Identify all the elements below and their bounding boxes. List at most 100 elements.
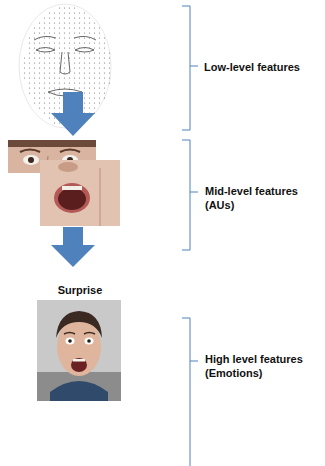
mesh-point bbox=[69, 17, 70, 18]
mesh-point bbox=[69, 72, 70, 73]
mesh-point bbox=[54, 107, 55, 108]
mesh-point bbox=[64, 42, 65, 43]
mesh-point bbox=[89, 82, 90, 83]
mesh-point bbox=[99, 102, 100, 103]
mesh-point bbox=[69, 67, 70, 68]
mesh-point bbox=[54, 122, 55, 123]
mesh-point bbox=[29, 47, 30, 48]
mesh-point bbox=[44, 77, 45, 78]
mesh-point bbox=[29, 67, 30, 68]
mesh-point bbox=[89, 37, 90, 38]
mesh-point bbox=[94, 87, 95, 88]
mesh-point bbox=[89, 42, 90, 43]
mesh-point bbox=[79, 32, 80, 33]
mesh-point bbox=[74, 37, 75, 38]
mesh-point bbox=[104, 87, 105, 88]
mesh-point bbox=[49, 67, 50, 68]
mesh-point bbox=[94, 52, 95, 53]
mesh-point bbox=[94, 72, 95, 73]
mesh-point bbox=[89, 32, 90, 33]
mesh-point bbox=[29, 92, 30, 93]
mesh-point bbox=[74, 32, 75, 33]
mesh-point bbox=[74, 17, 75, 18]
mesh-point bbox=[89, 47, 90, 48]
mesh-point bbox=[89, 72, 90, 73]
level-label: High level features (Emotions) bbox=[205, 352, 317, 380]
mesh-point bbox=[59, 7, 60, 8]
mesh-point bbox=[59, 72, 60, 73]
mesh-point bbox=[89, 57, 90, 58]
mesh-point bbox=[39, 37, 40, 38]
mesh-point bbox=[29, 77, 30, 78]
mesh-point bbox=[99, 97, 100, 98]
mesh-point bbox=[54, 62, 55, 63]
mesh-point bbox=[84, 97, 85, 98]
mesh-point bbox=[109, 72, 110, 73]
mesh-point bbox=[89, 52, 90, 53]
mesh-point bbox=[34, 97, 35, 98]
mesh-point bbox=[74, 12, 75, 13]
mesh-point bbox=[74, 62, 75, 63]
mesh-point bbox=[54, 117, 55, 118]
mesh-point bbox=[54, 22, 55, 23]
mesh-point bbox=[89, 87, 90, 88]
mesh-point bbox=[59, 92, 60, 93]
mesh-point bbox=[34, 72, 35, 73]
mesh-point bbox=[64, 82, 65, 83]
mesh-point bbox=[54, 77, 55, 78]
mesh-point bbox=[59, 22, 60, 23]
mesh-point bbox=[94, 37, 95, 38]
mesh-point bbox=[79, 37, 80, 38]
mesh-point bbox=[69, 32, 70, 33]
mesh-point bbox=[84, 102, 85, 103]
mesh-point bbox=[34, 32, 35, 33]
mesh-point bbox=[24, 57, 25, 58]
mesh-point bbox=[64, 57, 65, 58]
mesh-point bbox=[29, 82, 30, 83]
mesh-point bbox=[64, 67, 65, 68]
mesh-point bbox=[44, 97, 45, 98]
mesh-point bbox=[34, 62, 35, 63]
mesh-point bbox=[29, 42, 30, 43]
mesh-point bbox=[69, 22, 70, 23]
mesh-point bbox=[94, 97, 95, 98]
mesh-point bbox=[99, 67, 100, 68]
mesh-point bbox=[84, 62, 85, 63]
mesh-point bbox=[79, 22, 80, 23]
mesh-point bbox=[64, 27, 65, 28]
mesh-point bbox=[109, 62, 110, 63]
mesh-point bbox=[74, 52, 75, 53]
mesh-point bbox=[89, 77, 90, 78]
mesh-point bbox=[79, 67, 80, 68]
mesh-point bbox=[84, 47, 85, 48]
mesh-point bbox=[34, 67, 35, 68]
mesh-point bbox=[39, 82, 40, 83]
mesh-point bbox=[64, 12, 65, 13]
mesh-point bbox=[59, 87, 60, 88]
mesh-point bbox=[69, 37, 70, 38]
mouth-crop bbox=[40, 160, 120, 226]
mesh-point bbox=[94, 57, 95, 58]
mesh-point bbox=[49, 22, 50, 23]
mesh-point bbox=[39, 22, 40, 23]
mesh-point bbox=[74, 22, 75, 23]
mesh-point bbox=[94, 107, 95, 108]
mesh-point bbox=[99, 62, 100, 63]
level-label: Mid-level features (AUs) bbox=[205, 184, 317, 212]
brace bbox=[182, 6, 198, 466]
mesh-point bbox=[89, 62, 90, 63]
mesh-point bbox=[29, 52, 30, 53]
mesh-point bbox=[99, 37, 100, 38]
mesh-point bbox=[34, 57, 35, 58]
mesh-point bbox=[44, 17, 45, 18]
mesh-point bbox=[74, 42, 75, 43]
mesh-point bbox=[99, 32, 100, 33]
mesh-point bbox=[44, 37, 45, 38]
mesh-point bbox=[64, 87, 65, 88]
mesh-point bbox=[84, 22, 85, 23]
mesh-point bbox=[44, 82, 45, 83]
mesh-point bbox=[64, 77, 65, 78]
mesh-point bbox=[39, 47, 40, 48]
mesh-point bbox=[84, 37, 85, 38]
mesh-point bbox=[99, 42, 100, 43]
